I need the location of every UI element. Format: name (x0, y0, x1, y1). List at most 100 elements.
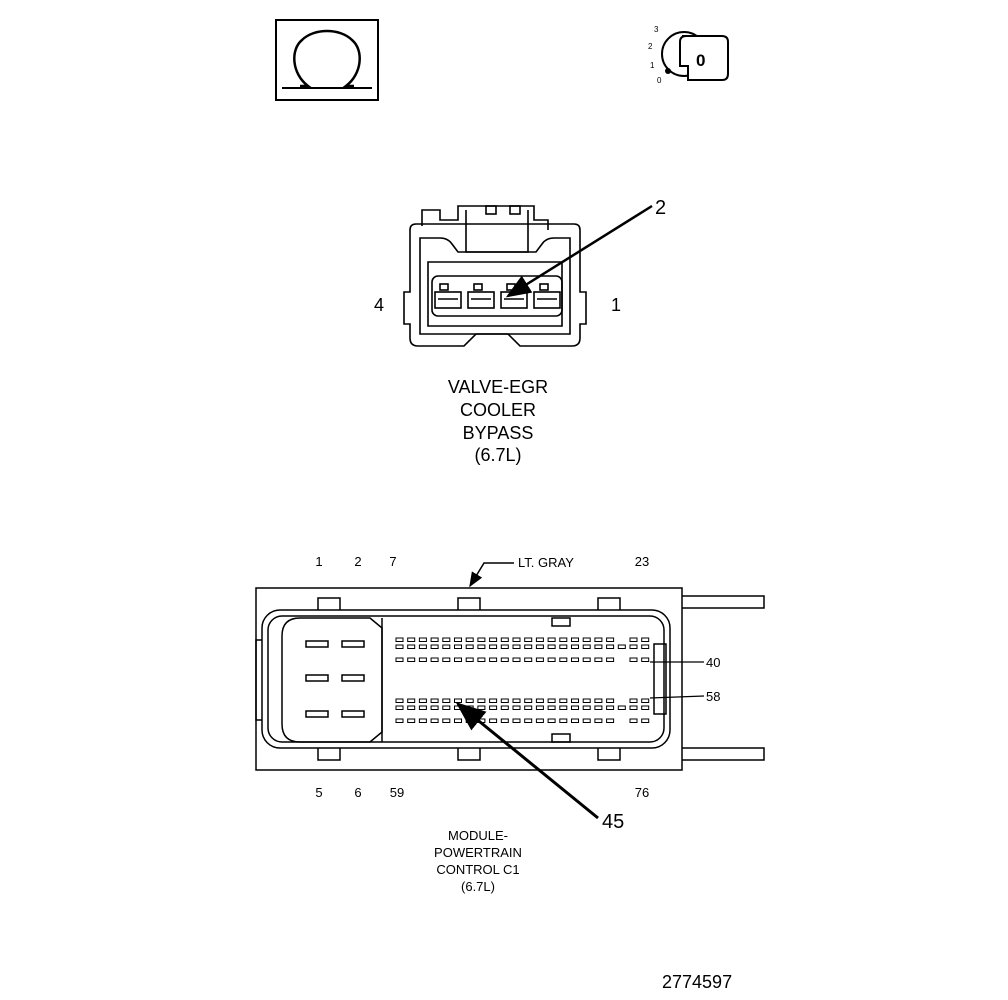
pcm-pin-cavity (454, 657, 462, 662)
pcm-pin-cavity (559, 637, 568, 642)
pcm-large-pins (305, 640, 365, 718)
pcm-pin-cavity (571, 705, 579, 710)
pcm-top-label-1: 1 (315, 554, 322, 569)
pcm-pin-cavity (594, 637, 603, 642)
pcm-bottom-label-2: 6 (354, 785, 361, 800)
pcm-pin-cavity (500, 718, 509, 723)
pcm-pin-cavity (395, 705, 404, 710)
pcm-pin-cavity (582, 705, 591, 710)
pcm-pin-cavity (477, 705, 486, 710)
pcm-pin-cavity (617, 705, 626, 710)
pcm-pin-cavity (442, 637, 451, 642)
pcm-title-line-1: MODULE- (448, 828, 508, 843)
pcm-pin-cavity (489, 698, 498, 703)
pcm-small-pin-rows (395, 637, 650, 723)
pcm-pin-cavity (489, 718, 498, 723)
pcm-pin-cavity (641, 657, 650, 662)
pcm-pin-cavity (465, 698, 474, 703)
pcm-pin-cavity (418, 644, 427, 649)
pcm-pin-cavity (535, 705, 544, 710)
pcm-pin-cavity (582, 698, 591, 703)
pcm-top-label-4: 23 (635, 554, 649, 569)
egr-connector-drawing (403, 205, 587, 347)
pcm-pin-cavity (582, 657, 591, 662)
pcm-pin-cavity (582, 637, 591, 642)
key-scale-3: 3 (654, 25, 659, 34)
pcm-pin-cavity (535, 657, 544, 662)
pcm-pin-cavity (512, 698, 521, 703)
pcm-pin-cavity (442, 698, 451, 703)
pcm-pin-cavity (454, 637, 462, 642)
pcm-pin-cavity (641, 718, 650, 723)
pcm-pin-cavity (500, 698, 509, 703)
pcm-pin-cavity (535, 698, 544, 703)
pcm-pin-cavity (559, 657, 568, 662)
pcm-pin-cavity (524, 637, 533, 642)
pcm-pin-cavity (524, 718, 533, 723)
pcm-bottom-labels: 5 6 59 76 (315, 785, 649, 800)
pcm-pin-cavity (430, 644, 439, 649)
pcm-pin-cavity (407, 637, 416, 642)
pcm-pin-cavity (559, 705, 568, 710)
pcm-pin-cavity (442, 644, 451, 649)
pcm-side-label-58: 58 (706, 689, 720, 704)
pcm-pin-cavity (606, 644, 615, 649)
pcm-connector-drawing (255, 587, 765, 771)
egr-title-line-2: COOLER (460, 400, 536, 420)
pcm-pin-cavity (524, 698, 533, 703)
pcm-pin-cavity (395, 637, 404, 642)
pcm-callout-pin-label: 45 (602, 811, 624, 833)
pcm-pin-cavity (465, 637, 474, 642)
pcm-pin-cavity (477, 637, 486, 642)
pcm-pin-cavity (442, 705, 451, 710)
pcm-pin-cavity (594, 698, 603, 703)
pcm-pin-cavity (524, 657, 533, 662)
pcm-pin-cavity (454, 698, 462, 703)
pcm-pin-cavity (430, 705, 439, 710)
pcm-pin-cavity (407, 705, 416, 710)
pcm-pin-cavity (629, 698, 638, 703)
pcm-pin-cavity (512, 705, 521, 710)
key-scale-1: 1 (650, 61, 655, 70)
pcm-pin-cavity (407, 698, 416, 703)
pcm-pin-cavity (524, 705, 533, 710)
pcm-pin-cavity (442, 718, 451, 723)
pcm-pin-cavity (547, 637, 556, 642)
pcm-pin-cavity (489, 705, 498, 710)
pcm-pin-cavity (594, 657, 603, 662)
pcm-title-line-2: POWERTRAIN (434, 845, 522, 860)
pcm-pin-cavity (454, 718, 462, 723)
pcm-pin-cavity (559, 698, 568, 703)
key-scale-2: 2 (648, 42, 653, 51)
pcm-pin-cavity (535, 644, 544, 649)
pcm-pin-cavity (500, 644, 509, 649)
pcm-pin-cavity (395, 718, 404, 723)
pcm-bottom-label-4: 76 (635, 785, 649, 800)
pcm-pin-cavity (547, 705, 556, 710)
pcm-pin-cavity (454, 644, 462, 649)
pcm-pin-cavity (465, 644, 474, 649)
pcm-bottom-label-1: 5 (315, 785, 322, 800)
pcm-pin-cavity (489, 644, 498, 649)
pcm-pin-cavity (547, 718, 556, 723)
pcm-pin-cavity (594, 705, 603, 710)
pcm-pin-cavity (500, 637, 509, 642)
pcm-pin-cavity (606, 637, 615, 642)
pcm-pin-cavity (418, 637, 427, 642)
pcm-callout-arrow (455, 702, 599, 820)
pcm-pin-cavity (395, 657, 404, 662)
pcm-pin-cavity (559, 718, 568, 723)
pcm-pin-cavity (430, 637, 439, 642)
egr-callout-pin-label: 2 (655, 197, 666, 219)
pcm-pin-cavity (594, 644, 603, 649)
pcm-pin-cavity (606, 698, 615, 703)
egr-connector-title: VALVE-EGR COOLER BYPASS (6.7L) (448, 377, 548, 465)
egr-title-line-3: BYPASS (463, 423, 534, 443)
pcm-pin-cavity (535, 718, 544, 723)
pcm-pin-cavity (524, 644, 533, 649)
pcm-pin-cavity (477, 644, 486, 649)
egr-title-line-1: VALVE-EGR (448, 377, 548, 397)
pcm-pin-cavity (571, 718, 579, 723)
pcm-pin-cavity (535, 637, 544, 642)
pcm-pin-cavity (617, 644, 626, 649)
